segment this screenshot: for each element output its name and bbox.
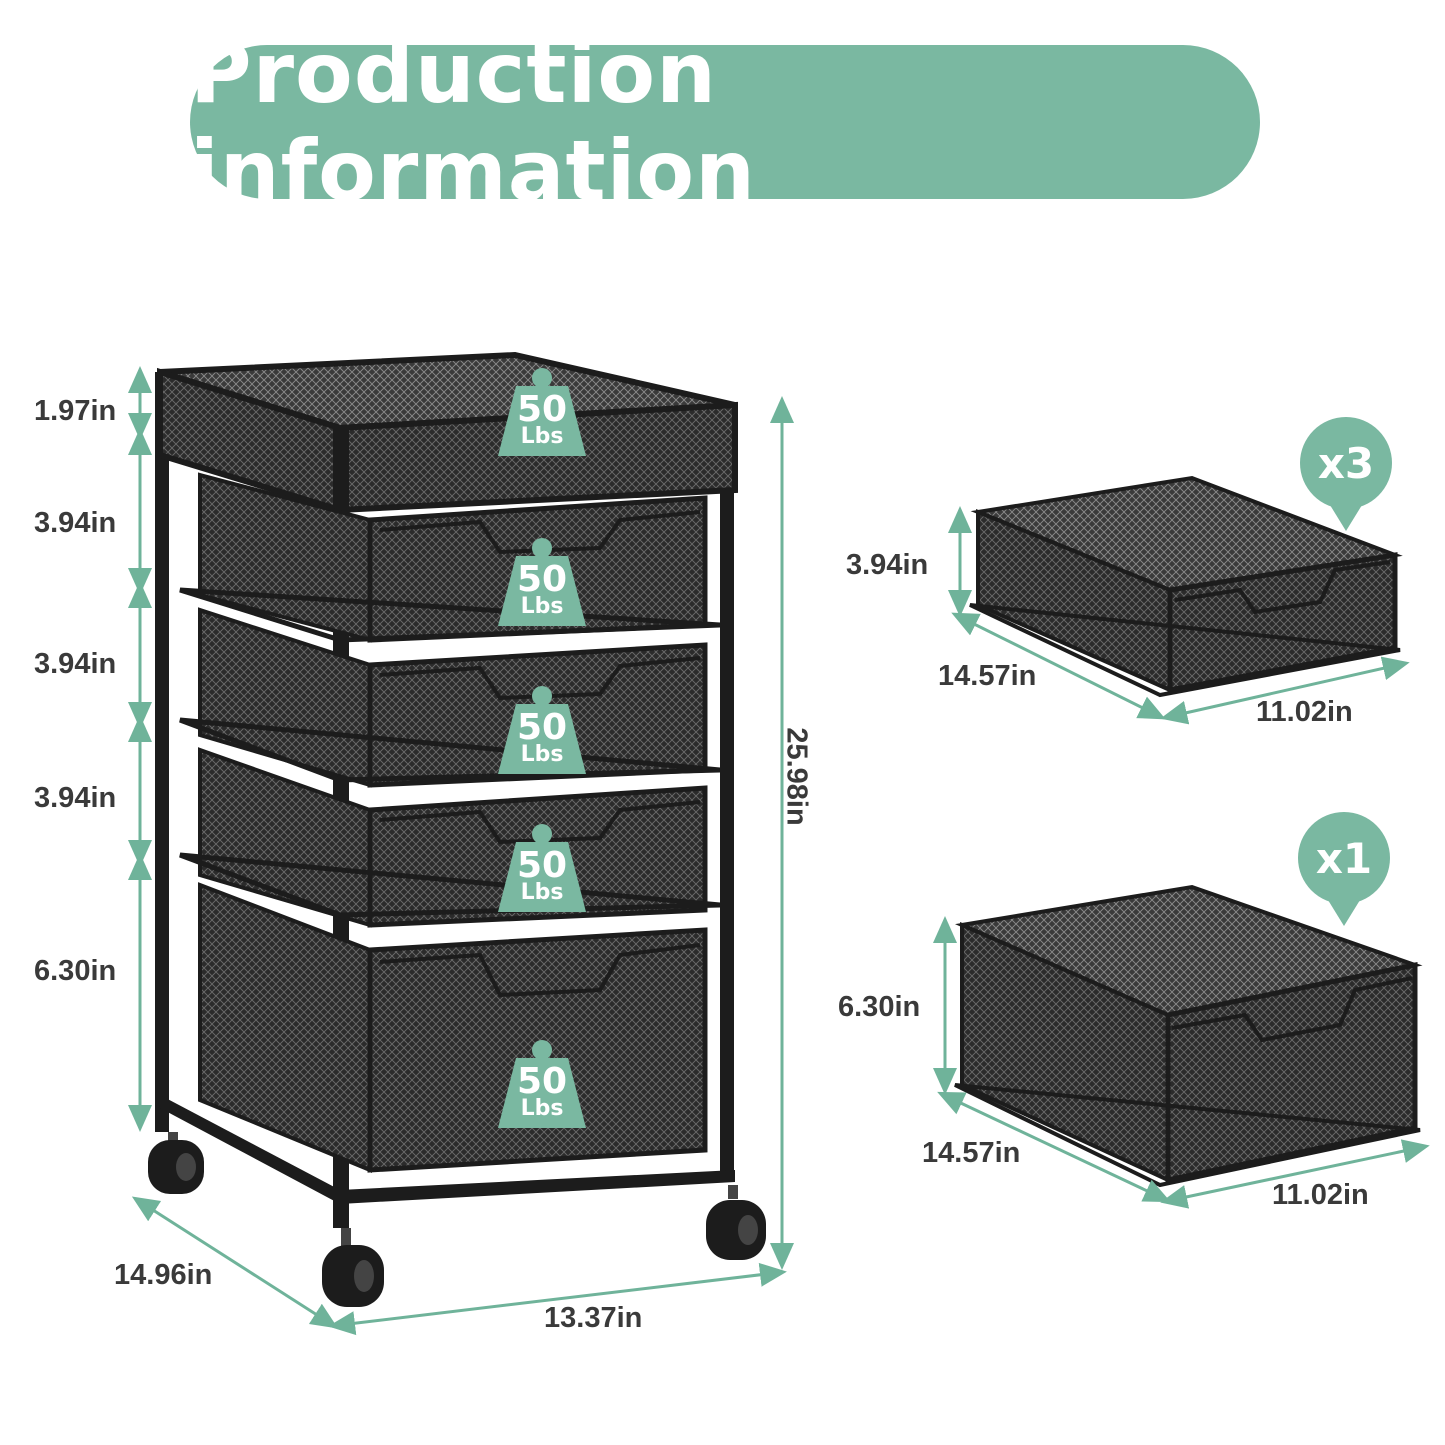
caster-wheel [706, 1185, 766, 1260]
tier-height-label: 3.94in [34, 507, 117, 539]
load-unit: Lbs [520, 594, 564, 619]
storage-cart [148, 351, 766, 1307]
tier-height-label: 6.30in [34, 955, 117, 987]
large-drawer-width-label: 11.02in [1272, 1179, 1369, 1211]
title-banner: Production information [190, 24, 1260, 220]
load-value: 50 [516, 389, 568, 430]
weight-icon [498, 686, 586, 774]
cart-height-label: 25.98in [780, 727, 813, 826]
tier-height-label: 1.97in [34, 395, 117, 427]
tier-height-label: 3.94in [34, 648, 117, 680]
load-capacity-badge: 50 Lbs [494, 536, 590, 632]
small-drawer-depth-label: 14.57in [938, 660, 1037, 692]
load-value: 50 [516, 707, 568, 748]
load-unit: Lbs [520, 424, 564, 449]
large-drawer-height-label: 6.30in [838, 991, 921, 1023]
quantity-badge: x1 [1298, 812, 1390, 926]
load-value: 50 [516, 845, 568, 886]
load-capacity-badge: 50 Lbs [494, 822, 590, 918]
weight-icon [498, 1040, 586, 1128]
weight-icon [498, 538, 586, 626]
load-capacity-badge: 50 Lbs [494, 366, 590, 462]
load-unit: Lbs [520, 1096, 564, 1121]
large-drawer-depth-label: 14.57in [922, 1137, 1021, 1169]
weight-icon [498, 824, 586, 912]
small-drawer-height-label: 3.94in [846, 549, 929, 581]
small-drawer-width-label: 11.02in [1256, 696, 1353, 728]
cart-width-label: 13.37in [544, 1302, 643, 1334]
cart-depth-label: 14.96in [114, 1259, 213, 1291]
load-unit: Lbs [520, 880, 564, 905]
large-drawer-illustration [954, 884, 1423, 1188]
load-value: 50 [516, 1061, 568, 1102]
page-title: Production information [190, 24, 756, 220]
load-value: 50 [516, 559, 568, 600]
caster-wheel [322, 1228, 384, 1307]
caster-wheel [148, 1132, 204, 1194]
weight-icon [498, 368, 586, 456]
quantity-badge: x3 [1300, 417, 1392, 531]
dimension-lines [128, 366, 1430, 1336]
load-capacity-badge: 50 Lbs [494, 684, 590, 780]
load-unit: Lbs [520, 742, 564, 767]
tier-height-label: 3.94in [34, 782, 117, 814]
load-capacity-badge: 50 Lbs [494, 1038, 590, 1134]
